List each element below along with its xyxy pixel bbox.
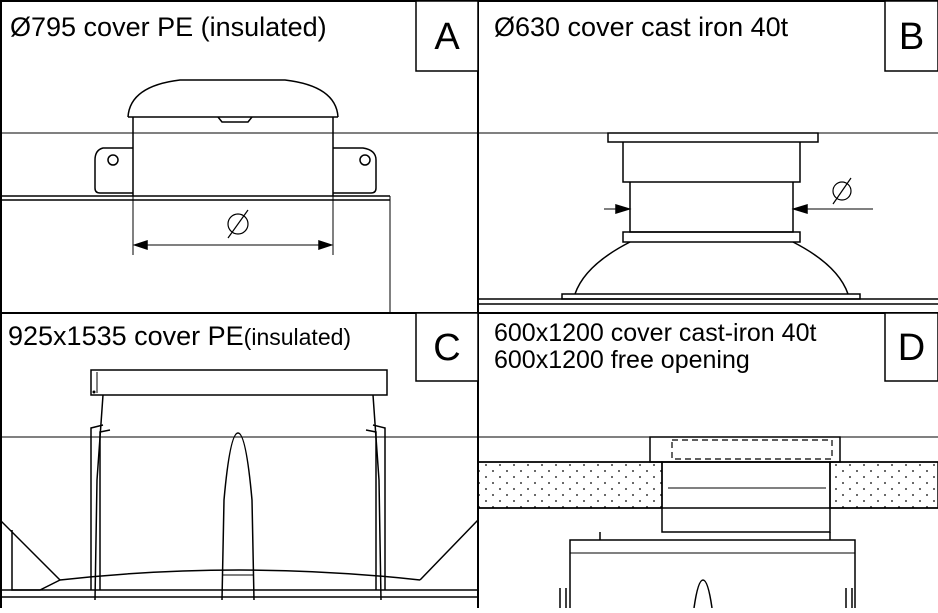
panel-a-drawing bbox=[0, 79, 478, 313]
panel-b-letter: B bbox=[898, 16, 925, 58]
letter-box-a bbox=[415, 0, 479, 72]
panel-d-caption-line2: 600x1200 free opening bbox=[494, 346, 750, 374]
panel-c-caption-small: (insulated) bbox=[243, 324, 352, 350]
letter-boxes bbox=[415, 0, 938, 382]
panel-c-caption: 925x1535 cover PE(insulated) bbox=[8, 323, 351, 350]
panel-a-caption: Ø795 cover PE (insulated) bbox=[10, 12, 327, 42]
panel-c-drawing bbox=[0, 369, 479, 601]
panel-c-letter: C bbox=[433, 327, 461, 369]
panel-a-letter: A bbox=[434, 16, 460, 58]
panel-b-drawing bbox=[478, 132, 938, 305]
letter-box-d bbox=[884, 312, 938, 382]
letter-box-b bbox=[884, 0, 938, 72]
panel-c-caption-main: 925x1535 cover PE bbox=[8, 321, 244, 351]
panel-d-caption-line1: 600x1200 cover cast-iron 40t bbox=[494, 319, 817, 347]
panel-d-drawing bbox=[477, 436, 938, 609]
panel-b-caption: Ø630 cover cast iron 40t bbox=[494, 12, 789, 42]
panel-d-letter: D bbox=[897, 327, 926, 369]
letter-box-c bbox=[415, 312, 479, 382]
